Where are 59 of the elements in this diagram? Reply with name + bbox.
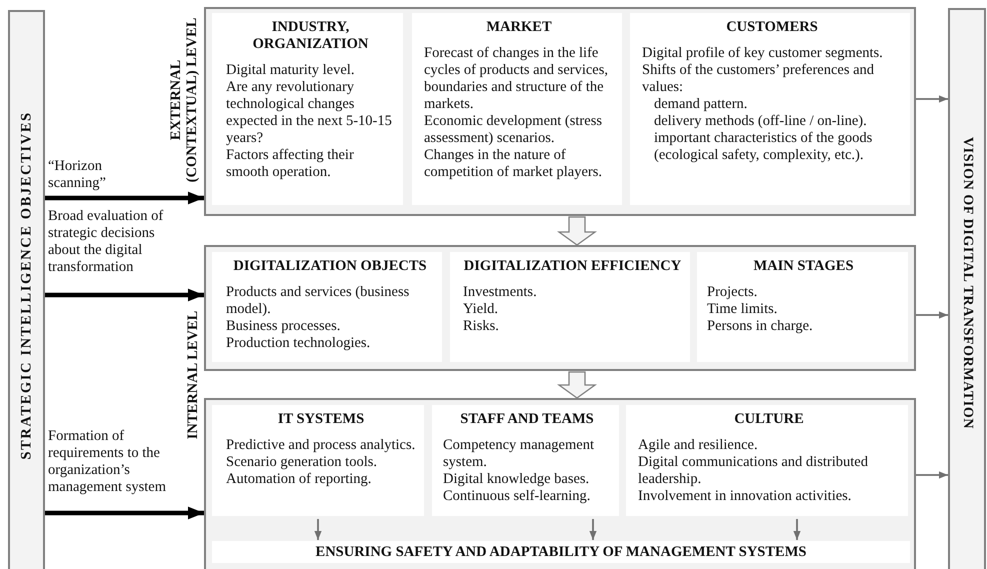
box-text: Business processes. — [226, 318, 342, 335]
box-text: Production technologies. — [226, 335, 372, 352]
arrow — [45, 506, 204, 520]
side-bar — [948, 8, 986, 569]
box-heading: IT SYSTEMS — [276, 411, 366, 428]
level-panel — [204, 245, 916, 371]
box-heading: DIGITALIZATION EFFICIENCY — [463, 258, 682, 275]
box-text: Involvement in innovation activities. — [638, 488, 852, 505]
box-text: Digital profile of key customer segments. — [642, 45, 884, 62]
level-label: EXTERNAL (CONTEXTUAL) LEVEL — [168, 16, 200, 184]
box-heading: MAIN STAGES — [752, 258, 855, 275]
bar-title: VISION OF DIGITAL TRANSFORMATION — [959, 136, 976, 430]
box-text: Changes in the nature of competition of market players. — [424, 147, 603, 181]
box-text: Shifts of the customers’ preferences and values: — [642, 62, 876, 96]
box-heading: MARKET — [485, 19, 553, 36]
box-text: important characteristics of the goods (ecological safety, complexity, etc.). — [653, 130, 874, 164]
box-text: Automation of reporting. — [226, 471, 372, 488]
arrow — [314, 519, 322, 540]
arrow — [916, 471, 948, 479]
box-text: Economic development (stress assessment) scenarios. — [424, 113, 603, 147]
bar-title: STRATEGIC INTELLIGENCE OBJECTIVES — [18, 110, 36, 460]
box-text: Digital knowledge bases. — [443, 471, 590, 488]
level-label: INTERNAL LEVEL — [185, 310, 201, 442]
arrow — [45, 288, 204, 302]
arrow — [916, 311, 948, 319]
box-text: Investments. — [463, 284, 538, 301]
box-text: Yield. — [463, 301, 500, 318]
box-text: Products and services (business model). — [226, 284, 410, 318]
block-arrow — [556, 216, 598, 246]
box-text: Predictive and process analytics. — [226, 437, 416, 454]
box-text: Forecast of changes in the life cycles of products and services, boundaries and structure of the markets. — [424, 45, 610, 113]
box-heading: STAFF AND TEAMS — [459, 411, 595, 428]
box-text: Continuous self-learning. — [443, 488, 592, 505]
box-text: Are any revolutionary technological changes expected in the next 5-10-15 years? — [226, 79, 393, 147]
box-heading: DIGITALIZATION OBJECTS — [232, 258, 428, 275]
summary-bar: ENSURING SAFETY AND ADAPTABILITY OF MANAGEMENT SYSTEMS — [212, 541, 910, 563]
box-text: Factors affecting their smooth operation. — [226, 147, 355, 181]
box-text: Digital maturity level. — [226, 62, 356, 79]
side-bar — [8, 10, 45, 569]
level-panel — [204, 7, 916, 216]
box-text: Projects. — [707, 284, 758, 301]
box-text: demand pattern. — [653, 96, 748, 113]
box-text: delivery methods (off-line / on-line). — [653, 113, 868, 130]
arrow — [589, 519, 597, 540]
box-heading: CULTURE — [733, 411, 805, 428]
box-text: Time limits. — [707, 301, 778, 318]
arrow — [45, 192, 204, 204]
box-text: Persons in charge. — [707, 318, 814, 335]
arrow — [793, 519, 801, 540]
box-heading: CUSTOMERS — [725, 19, 819, 36]
box-text: Competency management system. — [443, 437, 595, 471]
arrow — [916, 95, 948, 103]
box-text: Digital communications and distributed leadership. — [638, 454, 869, 488]
box-text: Scenario generation tools. — [226, 454, 378, 471]
box-heading: INDUSTRY, ORGANIZATION — [252, 19, 370, 53]
box-text: Risks. — [463, 318, 500, 335]
box-text: Agile and resilience. — [638, 437, 759, 454]
block-arrow — [556, 371, 598, 399]
level-panel — [204, 398, 916, 569]
